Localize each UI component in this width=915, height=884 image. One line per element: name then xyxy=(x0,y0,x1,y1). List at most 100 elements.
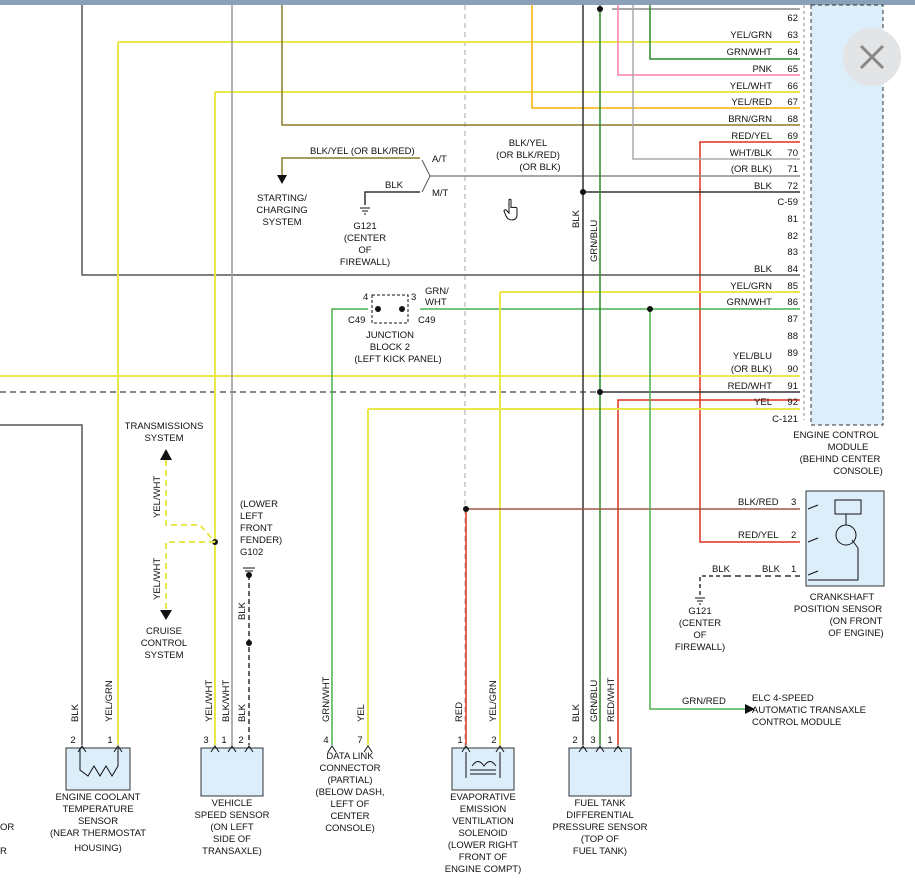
wire-label-69: RED/YEL xyxy=(731,131,772,142)
wire-label-90a: YEL/BLU xyxy=(733,351,772,362)
svg-text:SPEED SENSOR: SPEED SENSOR xyxy=(195,810,270,821)
connector-c121: C-121 xyxy=(772,414,798,425)
svg-text:EVAPORATIVE: EVAPORATIVE xyxy=(450,792,516,803)
pin-90: 90 xyxy=(787,364,798,375)
svg-text:3: 3 xyxy=(411,292,416,303)
svg-text:LEFT: LEFT xyxy=(240,511,263,522)
svg-text:ELC 4-SPEED: ELC 4-SPEED xyxy=(752,693,814,704)
top-border xyxy=(0,0,915,5)
ecm-wire-labels: YEL/GRN GRN/WHT PNK YEL/WHT YEL/RED BRN/… xyxy=(727,30,773,408)
svg-text:(BEHIND CENTER: (BEHIND CENTER xyxy=(800,454,881,465)
pin-92: 92 xyxy=(787,397,798,408)
svg-text:HOUSING): HOUSING) xyxy=(74,843,122,854)
ftp-label: FUEL TANK DIFFERENTIAL PRESSURE SENSOR (… xyxy=(552,798,647,857)
close-button[interactable] xyxy=(843,28,901,86)
svg-text:SYSTEM: SYSTEM xyxy=(262,217,301,228)
svg-text:SOLENOID: SOLENOID xyxy=(458,828,507,839)
at-mt-selector xyxy=(277,157,431,215)
g102-ground-symbol xyxy=(243,567,255,575)
svg-text:(CENTER: (CENTER xyxy=(344,233,386,244)
wire-label-71: (OR BLK) xyxy=(731,164,772,175)
pin-84: 84 xyxy=(787,264,798,275)
fuel-tank-sensor-box xyxy=(568,747,632,797)
g121-bottom-label: G121 (CENTER OF FIREWALL) xyxy=(675,606,725,653)
svg-text:OF ENGINE): OF ENGINE) xyxy=(828,628,883,639)
svg-text:ENGINE CONTROL: ENGINE CONTROL xyxy=(793,430,879,441)
pin-89: 89 xyxy=(787,348,798,359)
svg-text:C49: C49 xyxy=(418,315,435,326)
svg-text:OF: OF xyxy=(358,245,371,256)
svg-text:YEL/GRN: YEL/GRN xyxy=(104,680,115,722)
wire-label-66: YEL/WHT xyxy=(730,81,772,92)
pin-64: 64 xyxy=(787,47,798,58)
splice-points xyxy=(212,6,653,646)
svg-text:4: 4 xyxy=(363,292,368,303)
svg-text:2: 2 xyxy=(238,735,243,746)
pin-69: 69 xyxy=(787,131,798,142)
evap-solenoid-box xyxy=(451,747,515,791)
svg-text:G102: G102 xyxy=(240,547,263,558)
svg-text:(ON FRONT: (ON FRONT xyxy=(830,616,883,627)
wire-label-65: PNK xyxy=(752,64,772,75)
svg-text:STARTING/: STARTING/ xyxy=(257,193,307,204)
pin-83: 83 xyxy=(787,247,798,258)
pin-67: 67 xyxy=(787,97,798,108)
left-edge-text-b: R xyxy=(0,846,7,857)
pin-62: 62 xyxy=(787,13,798,24)
svg-text:CENTER: CENTER xyxy=(330,811,369,822)
elc-wire-label: GRN/RED xyxy=(682,696,726,707)
junction-block-2 xyxy=(371,294,409,324)
dlc-label: DATA LINK CONNECTOR (PARTIAL) (BELOW DAS… xyxy=(315,751,384,834)
svg-text:CONNECTOR: CONNECTOR xyxy=(319,763,380,774)
pin-66: 66 xyxy=(787,81,798,92)
at-mt-labels: BLK/YEL (OR BLK/RED) A/T M/T BLK BLK/YEL… xyxy=(310,138,561,199)
component-pin-arrows xyxy=(77,745,623,753)
svg-text:OF: OF xyxy=(693,630,706,641)
ckp-wire-labels: BLK/RED RED/YEL BLK BLK 3 2 1 xyxy=(712,497,796,575)
svg-text:ENGINE COMPT): ENGINE COMPT) xyxy=(445,864,522,875)
svg-text:POSITION SENSOR: POSITION SENSOR xyxy=(794,604,882,615)
svg-text:3: 3 xyxy=(590,735,595,746)
pin-86: 86 xyxy=(787,297,798,308)
at-label: A/T xyxy=(432,154,447,165)
engine-coolant-sensor-box xyxy=(65,747,131,791)
svg-text:TEMPERATURE: TEMPERATURE xyxy=(62,804,133,815)
close-icon xyxy=(859,44,885,70)
svg-text:GRN/BLU: GRN/BLU xyxy=(589,680,600,722)
wire-label-84: BLK xyxy=(754,264,773,275)
pin-70: 70 xyxy=(787,148,798,159)
yelwht-upper-label: YEL/WHT xyxy=(152,476,163,518)
elc-label: ELC 4-SPEED AUTOMATIC TRANSAXLE CONTROL … xyxy=(752,693,866,728)
wire-label-64: GRN/WHT xyxy=(727,47,773,58)
transmission-cruise-branch xyxy=(160,449,216,620)
pin-88: 88 xyxy=(787,331,798,342)
ecm-label: ENGINE CONTROL MODULE (BEHIND CENTER CON… xyxy=(793,430,883,477)
pin-85: 85 xyxy=(787,281,798,292)
ecm-pin-labels: 62 63 64 65 66 67 68 69 70 71 72 C-59 81… xyxy=(772,13,798,425)
svg-text:LEFT OF: LEFT OF xyxy=(331,799,370,810)
g102-wire-label: BLK xyxy=(237,601,248,620)
pin-87: 87 xyxy=(787,314,798,325)
vehicle-speed-sensor-box xyxy=(200,747,264,797)
svg-text:(BELOW DASH,: (BELOW DASH, xyxy=(315,787,384,798)
svg-text:(LOWER RIGHT: (LOWER RIGHT xyxy=(448,840,518,851)
svg-text:BLK: BLK xyxy=(571,703,582,722)
svg-text:TRANSAXLE): TRANSAXLE) xyxy=(202,846,262,857)
svg-text:(LEFT KICK PANEL): (LEFT KICK PANEL) xyxy=(354,354,441,365)
svg-text:(ON LEFT: (ON LEFT xyxy=(210,822,253,833)
left-edge-text-a: OR xyxy=(0,822,14,833)
svg-text:CONTROL MODULE: CONTROL MODULE xyxy=(752,717,841,728)
svg-text:BLOCK 2: BLOCK 2 xyxy=(370,342,410,353)
svg-text:CRUISE: CRUISE xyxy=(146,626,182,637)
vertical-wires xyxy=(0,5,800,745)
svg-text:FRONT: FRONT xyxy=(240,523,273,534)
svg-text:2: 2 xyxy=(791,530,796,541)
at-wire-label: BLK/YEL (OR BLK/RED) xyxy=(310,146,415,157)
svg-text:(CENTER: (CENTER xyxy=(679,618,721,629)
svg-text:CHARGING: CHARGING xyxy=(256,205,307,216)
svg-text:(OR BLK): (OR BLK) xyxy=(519,162,560,173)
svg-text:YEL/GRN: YEL/GRN xyxy=(488,680,499,722)
wire-label-67: YEL/RED xyxy=(731,97,772,108)
svg-text:PRESSURE SENSOR: PRESSURE SENSOR xyxy=(552,822,647,833)
